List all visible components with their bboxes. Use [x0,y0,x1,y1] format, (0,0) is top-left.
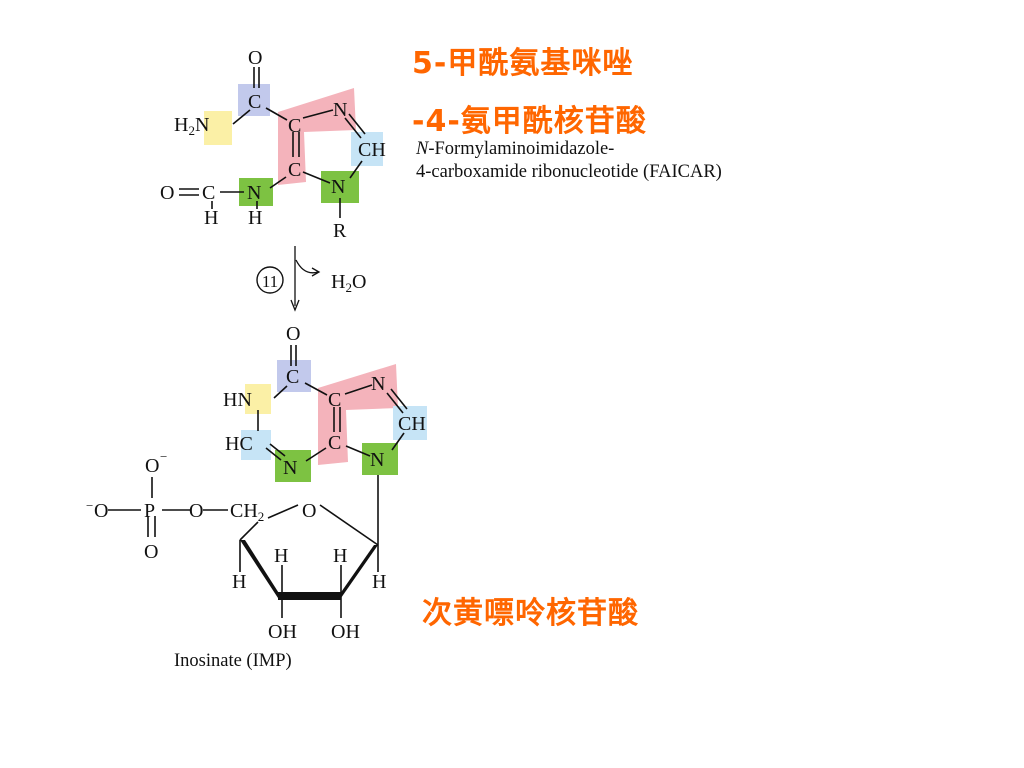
faicar-o-carbonyl: O [248,47,262,69]
reaction-arrow: 11 H2O [256,246,366,312]
hl-imp-c6 [277,360,311,392]
phosphate-p: P [144,500,155,522]
phosphate-o-top: O [145,455,159,477]
faicar-n9: N [331,176,345,198]
imp-n3: N [283,457,297,479]
hl-faicar-nh-green [239,178,273,206]
faicar-bonds [179,67,366,218]
imp-n9: N [370,449,384,471]
phosphate-o-bridge: O [189,500,203,522]
imp-c6: C [286,366,299,388]
ribose-h-c2-up: H [274,545,288,567]
ribose-ch2: CH2 [230,500,264,524]
faicar-formyl-c: C [202,182,215,204]
hl-faicar-pink [278,88,356,185]
hl-faicar-nh2 [204,111,232,145]
hl-imp-hc2 [241,430,271,460]
hl-imp-n9-green [362,443,398,475]
step-number: 11 [262,272,278,291]
step-number-circle [256,266,284,294]
ribose-oh-c2: OH [268,621,297,643]
phosphate-o-bottom: O [144,541,158,563]
faicar-ch8: CH [358,139,386,161]
faicar-en-italic-n: N [416,139,429,159]
faicar-en-caption-line1: N-Formylaminoimidazole- [416,138,614,160]
faicar-cn-label-line1: 5-甲酰氨基咪唑 [412,46,634,81]
phosphate-o-left-charge: − [86,498,93,513]
imp-n7: N [371,373,385,395]
hl-imp-ch8 [393,406,427,440]
faicar-c-carbonyl: C [248,91,261,113]
imp-structure: O C HN C N CH HC C N N O − − O P O O CH2… [86,323,427,643]
phosphate-o-left: O [94,500,108,522]
faicar-en-line1-rest: -Formylaminoimidazole- [428,139,615,159]
hl-imp-pink [318,364,398,465]
hl-faicar-c-carbonyl [238,84,270,116]
faicar-h2n: H2N [174,114,209,138]
imp-ch8: CH [398,413,426,435]
faicar-cn-label-line2: -4-氨甲酰核苷酸 [412,104,647,139]
faicar-en-caption-line2: 4-carboxamide ribonucleotide (FAICAR) [416,162,722,182]
ribose-h-c3-up: H [333,545,347,567]
faicar-r: R [333,220,347,242]
faicar-formyl-h: H [204,207,218,229]
ribose-o: O [302,500,316,522]
phosphate-o-top-charge: − [160,449,167,464]
faicar-c5: C [288,115,301,137]
faicar-formyl-o: O [160,182,174,204]
imp-en-caption: Inosinate (IMP) [174,651,292,671]
imp-bonds [108,345,408,618]
ribose-h-c4: H [232,571,246,593]
faicar-nh-h: H [248,207,262,229]
hl-faicar-ch [351,132,383,166]
hl-imp-n3-green [275,450,311,482]
ribose-h-c1: H [372,571,386,593]
faicar-structure: O C H2N C N CH C N R N H O C H [160,47,386,242]
faicar-nh-n: N [247,182,261,204]
imp-o6: O [286,323,300,345]
ribose-bold-edge [240,540,378,600]
faicar-n7: N [333,99,347,121]
ribose-oh-c3: OH [331,621,360,643]
hl-faicar-n9-green [321,171,359,203]
byproduct-water: H2O [331,271,366,295]
imp-cn-label: 次黄嘌呤核苷酸 [422,596,639,631]
imp-hc2: HC [225,433,253,455]
faicar-c4: C [288,159,301,181]
hl-imp-hn [245,384,271,414]
imp-c5: C [328,389,341,411]
imp-hn1: HN [223,389,252,411]
imp-c4: C [328,432,341,454]
